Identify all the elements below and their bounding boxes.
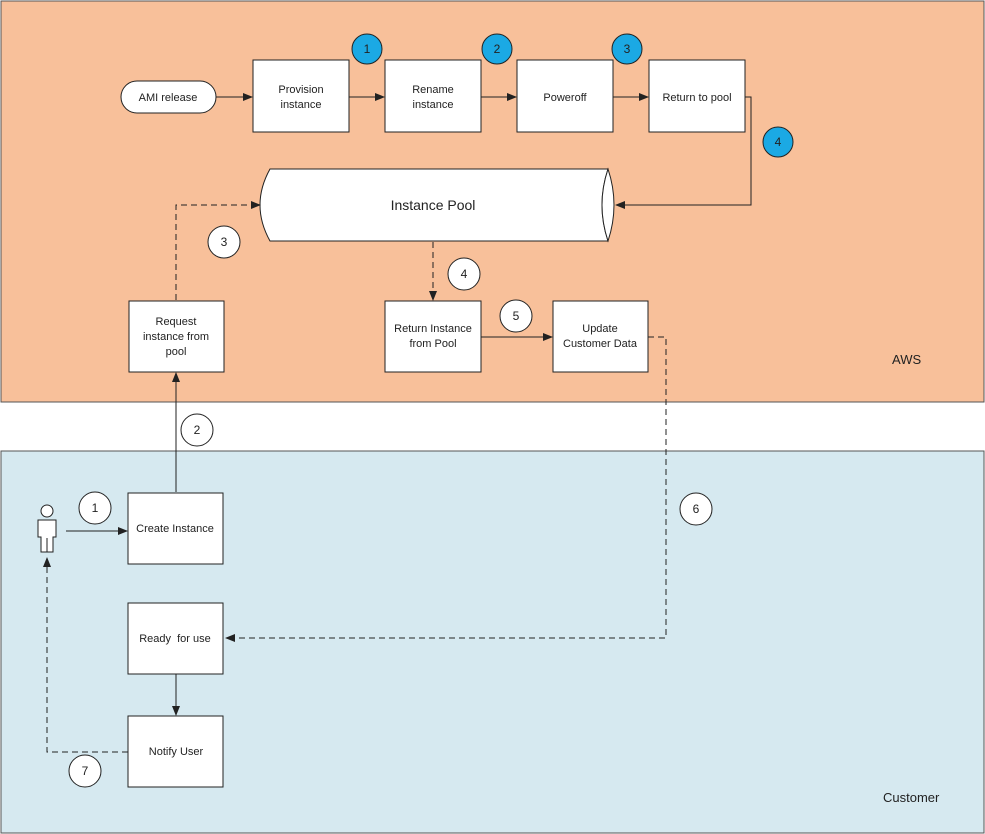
arrow-return-to-instance-pool (615, 96, 752, 209)
return-to-pool-label: Return to pool (662, 92, 731, 104)
step-circle-6-label: 6 (693, 502, 700, 516)
create-instance-node (127, 492, 224, 565)
pipeline-marker-3 (611, 33, 643, 65)
step-circle-4-label: 4 (461, 267, 468, 281)
arrow-notify-to-user (43, 557, 128, 753)
instance-pool-end-cap (601, 167, 615, 243)
ami-release-label: AMI release (139, 92, 198, 104)
aws-zone-label: AWS (892, 352, 921, 367)
update-customer-data-node (552, 300, 649, 373)
step-circle-7-label: 7 (82, 764, 89, 778)
ready-for-use-label: Ready for use (139, 633, 211, 645)
provision-label-line-1: Provision (278, 84, 323, 96)
update-data-label-line-2: Customer Data (563, 338, 638, 350)
instance-pool-label: Instance Pool (391, 197, 476, 213)
update-data-label-line-1: Update (582, 323, 617, 335)
step-circle-4 (447, 257, 481, 291)
step-circle-1-label: 1 (92, 501, 99, 515)
step-circle-5-label: 5 (513, 309, 520, 323)
step-circle-3-label: 3 (221, 235, 228, 249)
pipeline-marker-2 (481, 33, 513, 65)
step-circle-7 (68, 754, 102, 788)
provision-label-line-2: instance (281, 99, 322, 111)
step-circle-5 (499, 299, 533, 333)
poweroff-label: Poweroff (543, 92, 587, 104)
user-icon (37, 504, 57, 553)
step-circle-6 (679, 492, 713, 526)
request-label-line-1: Request (156, 316, 197, 328)
pipeline-marker-3-label: 3 (624, 42, 631, 56)
pipeline-marker-2-label: 2 (494, 42, 501, 56)
rename-label-line-1: Rename (412, 84, 454, 96)
return-instance-label-line-1: Return Instance (394, 323, 472, 335)
return-instance-label-line-2: from Pool (409, 338, 456, 350)
create-instance-label: Create Instance (136, 523, 214, 535)
step-circle-1 (78, 491, 112, 525)
pipeline-marker-4 (762, 126, 794, 158)
customer-zone-label: Customer (883, 790, 940, 805)
pipeline-marker-4-label: 4 (775, 135, 782, 149)
pipeline-marker-1-label: 1 (364, 42, 371, 56)
pipeline-marker-1 (351, 33, 383, 65)
request-label-line-3: pool (166, 346, 187, 358)
rename-instance-node (384, 59, 482, 133)
ready-for-use-node (127, 602, 224, 675)
arrow-request-to-pool (175, 201, 261, 300)
rename-label-line-2: instance (413, 99, 454, 111)
request-label-line-2: instance from (143, 331, 209, 343)
return-to-pool-node (648, 59, 746, 133)
provision-instance-node (252, 59, 350, 133)
step-circle-3 (207, 225, 241, 259)
notify-user-label: Notify User (149, 746, 204, 758)
step-circle-2-label: 2 (194, 423, 201, 437)
poweroff-node (516, 59, 614, 133)
step-circle-2 (180, 413, 214, 447)
return-instance-node (384, 300, 482, 373)
